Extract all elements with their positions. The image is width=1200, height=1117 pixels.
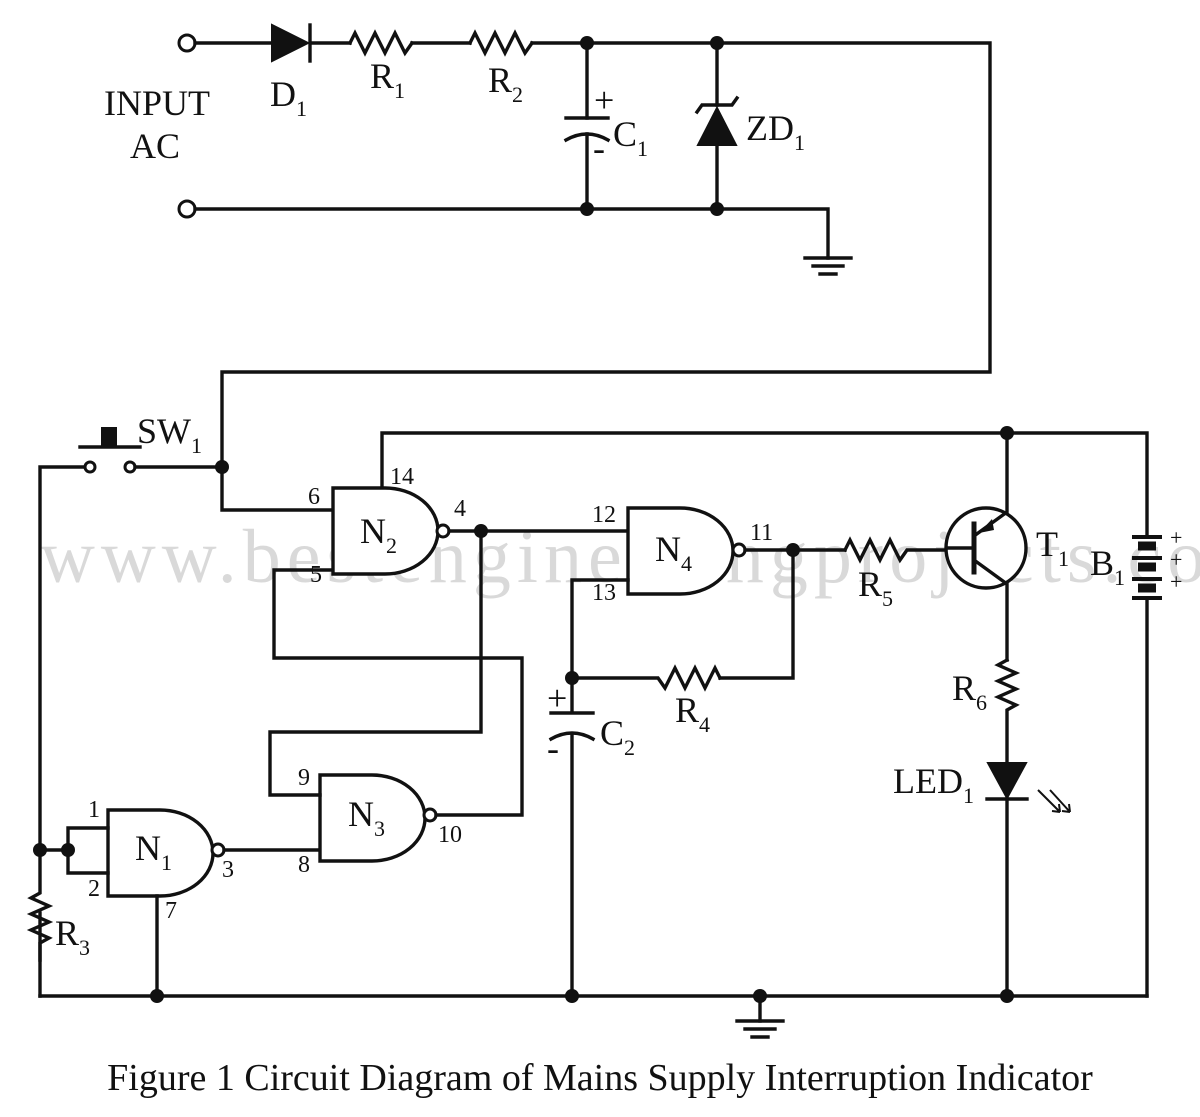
junction-dot — [565, 671, 579, 685]
wire-vcc-rail — [380, 431, 1149, 537]
c1-minus: - — [593, 128, 605, 168]
junction-dot — [710, 36, 724, 50]
junction-dot — [753, 989, 767, 1003]
label-zd1: ZD1 — [746, 108, 805, 155]
pin-label: 8 — [298, 852, 310, 878]
pin-label: 4 — [454, 496, 466, 522]
nand-gate-n2 — [331, 486, 451, 576]
ground-icon — [803, 256, 853, 276]
label-r4: R4 — [675, 690, 710, 737]
junction-dot — [215, 460, 229, 474]
b1-plus: + — [1170, 525, 1182, 550]
junction-dot — [61, 843, 75, 857]
label-n2: N2 — [360, 511, 397, 558]
input-label-line1: INPUT — [104, 83, 210, 123]
pin-label: 1 — [88, 797, 100, 823]
resistor-r1 — [347, 29, 415, 57]
label-n3: N3 — [348, 794, 385, 841]
wire-n4-feedback — [718, 548, 795, 680]
capacitor-c2 — [548, 711, 596, 998]
wire-n3-pin9-to-n2-out — [268, 529, 483, 797]
input-terminal-bottom — [177, 199, 197, 219]
pin-label: 2 — [88, 876, 100, 902]
zener-diode-zd1 — [694, 41, 740, 211]
junction-dot — [1000, 989, 1014, 1003]
resistor-r6 — [993, 657, 1021, 764]
logic-section — [26, 426, 1162, 1039]
input-label-line2: AC — [130, 126, 180, 166]
figure-caption: Figure 1 Circuit Diagram of Mains Supply… — [107, 1057, 1093, 1099]
power-supply-section — [177, 23, 992, 512]
push-button-sw1 — [38, 427, 224, 998]
label-led1: LED1 — [893, 761, 974, 808]
nand-gate-n3 — [318, 773, 438, 863]
led-led1 — [985, 762, 1071, 998]
junction-dot — [786, 543, 800, 557]
wire-n4-pin13 — [570, 578, 630, 714]
label-t1: T1 — [1036, 524, 1069, 571]
label-r3: R3 — [55, 913, 90, 960]
c2-plus: + — [547, 678, 567, 718]
junction-dot — [580, 202, 594, 216]
capacitor-c1 — [563, 41, 611, 211]
label-n4: N4 — [655, 529, 692, 576]
pin-label: 9 — [298, 765, 310, 791]
ground-icon — [735, 1019, 785, 1039]
labels: INPUT AC D1 R1 R2 + - C1 ZD1 SW1 N1 N3 N… — [55, 56, 1182, 960]
input-terminal-top — [177, 33, 197, 53]
pin-label: 14 — [390, 464, 414, 490]
junction-dot — [474, 524, 488, 538]
c1-plus: + — [594, 80, 614, 120]
nand-gate-n4 — [626, 506, 747, 596]
resistor-r4 — [570, 664, 723, 692]
wire-supply-to-n2-pin6 — [220, 41, 992, 512]
battery-b1 — [1132, 535, 1162, 600]
label-b1: B1 — [1090, 543, 1125, 590]
junction-dot — [33, 843, 47, 857]
label-d1: D1 — [270, 74, 307, 121]
label-r6: R6 — [952, 668, 987, 715]
label-r2: R2 — [488, 60, 523, 107]
pin-label: 10 — [438, 822, 462, 848]
resistor-r3 — [26, 846, 54, 962]
b1-plus: + — [1170, 547, 1182, 572]
pin-label: 11 — [750, 520, 773, 546]
pin-label: 5 — [310, 562, 322, 588]
pin-label: 7 — [165, 898, 177, 924]
pin-label: 3 — [222, 857, 234, 883]
pin-label: 6 — [308, 484, 320, 510]
resistor-r5 — [842, 536, 949, 564]
label-r1: R1 — [370, 56, 405, 103]
label-n1: N1 — [135, 828, 172, 875]
label-sw1: SW1 — [137, 411, 202, 458]
wire-n3-out-to-n2-pin5 — [272, 568, 524, 817]
b1-plus: + — [1170, 569, 1182, 594]
junction-dot — [580, 36, 594, 50]
diode-d1 — [271, 23, 312, 63]
junction-dot — [150, 989, 164, 1003]
label-c2: C2 — [600, 713, 635, 760]
junction-dot — [1000, 426, 1014, 440]
pin-label: 12 — [592, 502, 616, 528]
resistor-r2 — [467, 29, 535, 57]
nand-gate-n1 — [106, 808, 226, 898]
wire-ground-rail — [193, 207, 830, 260]
label-c1: C1 — [613, 114, 648, 161]
c2-minus: - — [547, 728, 559, 768]
junction-dot — [710, 202, 724, 216]
pin-label: 13 — [592, 580, 616, 606]
transistor-t1 — [944, 431, 1028, 662]
label-r5: R5 — [858, 564, 893, 611]
junction-dot — [565, 989, 579, 1003]
